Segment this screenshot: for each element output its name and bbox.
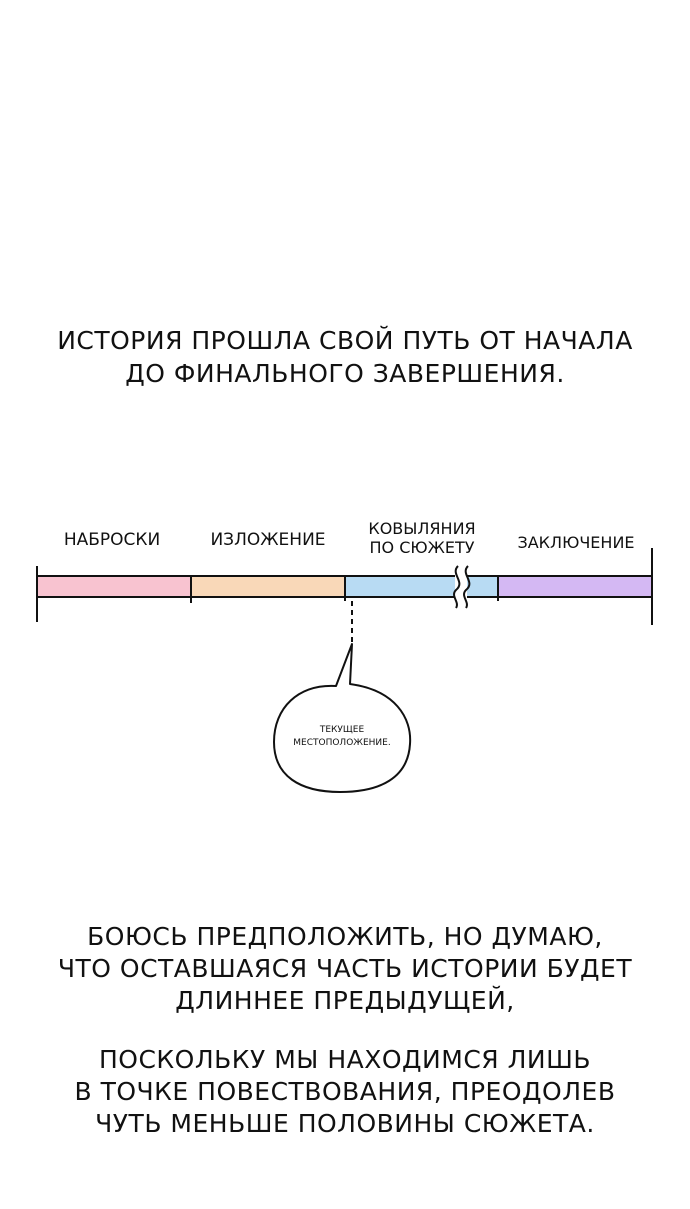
bottom-caption-2-line-1: поскольку мы находимся лишь xyxy=(99,1045,591,1074)
segment-bar-exposition xyxy=(191,576,345,597)
break-mark-right xyxy=(463,565,471,609)
top-caption-line-1: История прошла свой путь от начала xyxy=(57,326,633,355)
segment-label-exposition: изложение xyxy=(210,530,326,550)
bottom-caption-1: Боюсь предположить, но думаю, что оставш… xyxy=(0,921,690,1017)
segment-bar-sketches xyxy=(37,576,191,597)
bottom-caption-2: поскольку мы находимся лишь в точке пове… xyxy=(0,1044,690,1140)
bottom-caption-1-line-1: Боюсь предположить, но думаю, xyxy=(87,922,603,951)
speech-bubble-text: Текущее местоположение. xyxy=(293,725,391,748)
break-mark-left xyxy=(453,565,461,609)
timeline-diagram xyxy=(36,548,653,793)
segment-label-plot-wandering: ковыляния по сюжету xyxy=(368,519,476,557)
segment-label-conclusion: заключение xyxy=(517,533,635,552)
bottom-caption-1-line-3: длиннее предыдущей, xyxy=(175,986,515,1015)
top-caption-line-2: до финального завершения. xyxy=(125,359,565,388)
bottom-caption-2-line-3: чуть меньше половины сюжета. xyxy=(95,1109,595,1138)
speech-bubble xyxy=(273,643,412,793)
top-caption: История прошла свой путь от начала до фи… xyxy=(0,324,690,390)
segment-bar-plot-wandering xyxy=(345,576,498,597)
segment-bar-conclusion xyxy=(498,576,652,597)
bottom-caption-1-line-2: что оставшаяся часть истории будет xyxy=(57,954,633,983)
segment-label-sketches: наброски xyxy=(63,530,161,550)
bottom-caption-2-line-2: в точке повествования, преодолев xyxy=(74,1077,616,1106)
